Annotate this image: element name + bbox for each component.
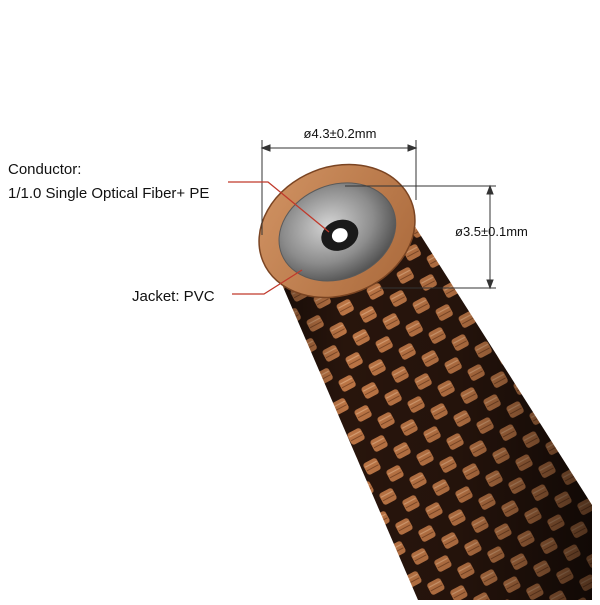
inner-diameter-label: ø3.5±0.1mm [455,224,528,239]
cable-body [262,206,592,600]
conductor-title: Conductor: [8,161,81,178]
outer-diameter-dimension [260,140,418,235]
jacket-leader-line [232,269,303,295]
inner-diameter-dimension [345,184,496,290]
jacket-label: Jacket: PVC [132,288,215,305]
fiber-core [331,228,348,243]
outer-diameter-label: ø4.3±0.2mm [304,126,377,141]
conductor-description: 1/1.0 Single Optical Fiber+ PE [8,185,209,202]
cable-end-face [258,163,416,299]
conductor-leader-line [228,181,330,233]
